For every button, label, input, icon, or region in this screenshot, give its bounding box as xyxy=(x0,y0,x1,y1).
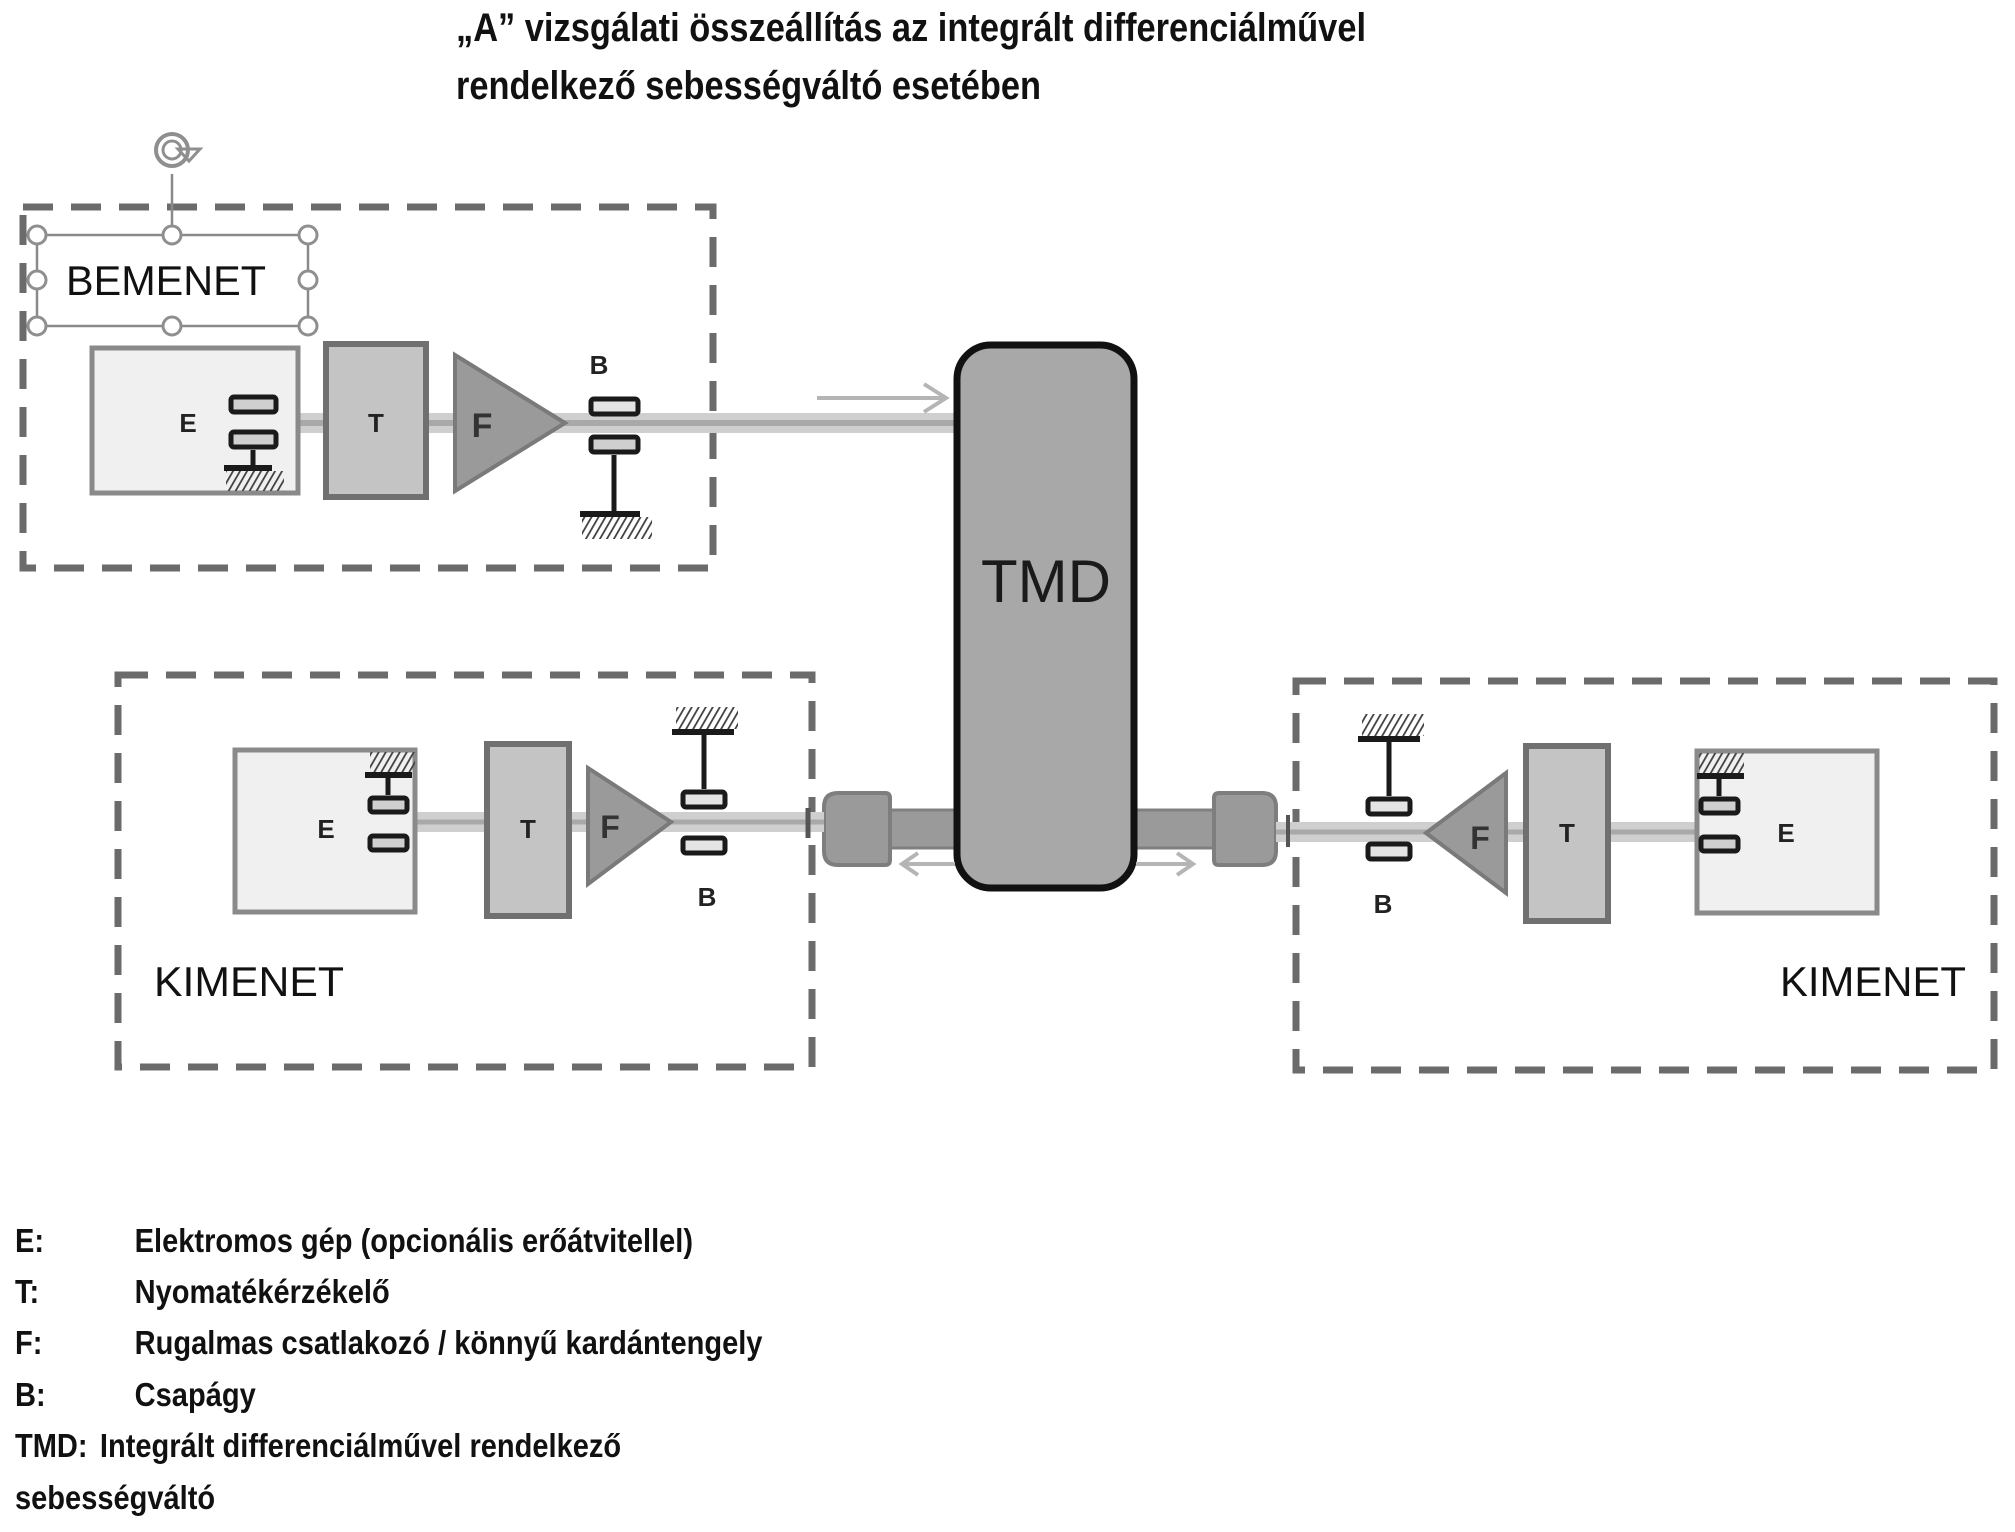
resize-handle-bottom[interactable] xyxy=(161,315,183,337)
output-left-e-label: E xyxy=(317,814,334,844)
output-left-b-label: B xyxy=(698,882,717,912)
right-coupling-block xyxy=(1212,791,1278,867)
left-output-flow-arrow-icon xyxy=(898,851,955,877)
input-electric-machine: E xyxy=(89,345,301,496)
legend-item-f: F: Rugalmas csatlakozó / könnyű kardánten… xyxy=(15,1324,762,1362)
left-coupling-block xyxy=(822,791,892,867)
resize-handle-bottom-right[interactable] xyxy=(297,315,319,337)
tmd-unit: TMD xyxy=(822,341,1278,892)
input-torque-sensor: T xyxy=(323,341,429,500)
legend-key: F: xyxy=(15,1324,43,1361)
output-left-group: E T F xyxy=(114,671,824,1071)
figure-title-line-2: rendelkező sebességváltó esetében xyxy=(456,64,1042,108)
output-left-flexible-coupling: F xyxy=(586,764,675,888)
output-left-bearing: B xyxy=(672,707,738,912)
tmd-left-output-shaft xyxy=(887,808,961,850)
legend-text: Nyomatékérzékelő xyxy=(134,1273,390,1310)
output-right-e-label: E xyxy=(1777,818,1794,848)
output-right-t-label: T xyxy=(1559,818,1575,848)
legend-item-tmd: TMD: Integrált differenciálművel rendelke… xyxy=(15,1427,621,1465)
rotate-handle-icon[interactable] xyxy=(154,132,204,168)
legend-key: B: xyxy=(15,1376,46,1413)
input-flow-arrow-icon xyxy=(817,382,950,414)
input-group: E T F B xyxy=(19,132,957,572)
input-t-label: T xyxy=(368,408,384,438)
resize-handle-top[interactable] xyxy=(161,224,183,246)
output-right-f-label: F xyxy=(1470,820,1490,856)
legend-key: E: xyxy=(15,1222,45,1259)
input-flexible-coupling: F xyxy=(453,351,569,495)
output-left-group-label: KIMENET xyxy=(154,958,344,1005)
input-e-label: E xyxy=(179,408,196,438)
legend-key: TMD: xyxy=(15,1427,88,1464)
output-right-group: B F T E KIMENET xyxy=(1276,677,1998,1074)
input-group-label: BEMENET xyxy=(66,257,266,304)
output-right-dashed-border xyxy=(1292,677,1998,1074)
legend-item-e: E: Elektromos gép (opcionális erőátvitell… xyxy=(15,1222,693,1260)
ground-hatch-icon xyxy=(1362,714,1424,736)
legend-text: Integrált differenciálművel rendelkező xyxy=(99,1427,622,1464)
ground-hatch-icon xyxy=(676,707,738,729)
resize-handle-bottom-left[interactable] xyxy=(26,315,48,337)
output-right-torque-sensor: T xyxy=(1523,743,1611,924)
legend-text: sebességváltó xyxy=(15,1479,216,1516)
input-f-label: F xyxy=(472,407,493,445)
output-left-electric-machine: E xyxy=(232,747,418,915)
legend-item-t: T: Nyomatékérzékelő xyxy=(15,1273,390,1311)
output-right-e-internal-bearing-icon xyxy=(1697,753,1744,854)
legend-text: Rugalmas csatlakozó / könnyű kardántenge… xyxy=(134,1324,763,1361)
output-left-torque-sensor: T xyxy=(484,741,572,919)
output-right-electric-machine: E xyxy=(1694,748,1880,916)
resize-handle-right[interactable] xyxy=(297,269,319,291)
output-right-flexible-coupling: F xyxy=(1422,769,1508,897)
resize-handles[interactable] xyxy=(26,224,319,337)
input-bearing: B xyxy=(580,350,652,539)
output-left-e-internal-bearing-icon xyxy=(365,752,415,853)
output-left-t-label: T xyxy=(520,814,536,844)
right-output-flow-arrow-icon xyxy=(1136,851,1197,877)
legend-item-tmd-continued: sebességváltó xyxy=(15,1479,215,1517)
input-label-textbox[interactable]: BEMENET xyxy=(26,132,319,337)
legend-text: Elektromos gép (opcionális erőátvitellel… xyxy=(134,1222,694,1259)
resize-handle-top-right[interactable] xyxy=(297,224,319,246)
legend-text: Csapágy xyxy=(134,1376,256,1413)
resize-handle-left[interactable] xyxy=(26,269,48,291)
ground-hatch-icon xyxy=(582,517,652,539)
input-e-internal-bearing-icon xyxy=(224,394,284,491)
output-right-b-label: B xyxy=(1374,889,1393,919)
resize-handle-top-left[interactable] xyxy=(26,224,48,246)
output-left-f-label: F xyxy=(600,809,620,845)
output-left-dashed-border xyxy=(114,671,816,1071)
input-group-dashed-border xyxy=(19,203,717,572)
legend-item-b: B: Csapágy xyxy=(15,1376,256,1414)
output-right-bearing: B xyxy=(1358,714,1424,919)
output-right-group-label: KIMENET xyxy=(1780,958,1966,1005)
legend-key: T: xyxy=(15,1273,40,1310)
tmd-right-output-shaft xyxy=(1129,808,1218,850)
input-b-label: B xyxy=(590,350,609,380)
tmd-box xyxy=(953,341,1138,892)
figure-title-line-1: „A” vizsgálati összeállítás az integrált… xyxy=(456,6,1367,50)
tmd-label: TMD xyxy=(981,548,1111,615)
